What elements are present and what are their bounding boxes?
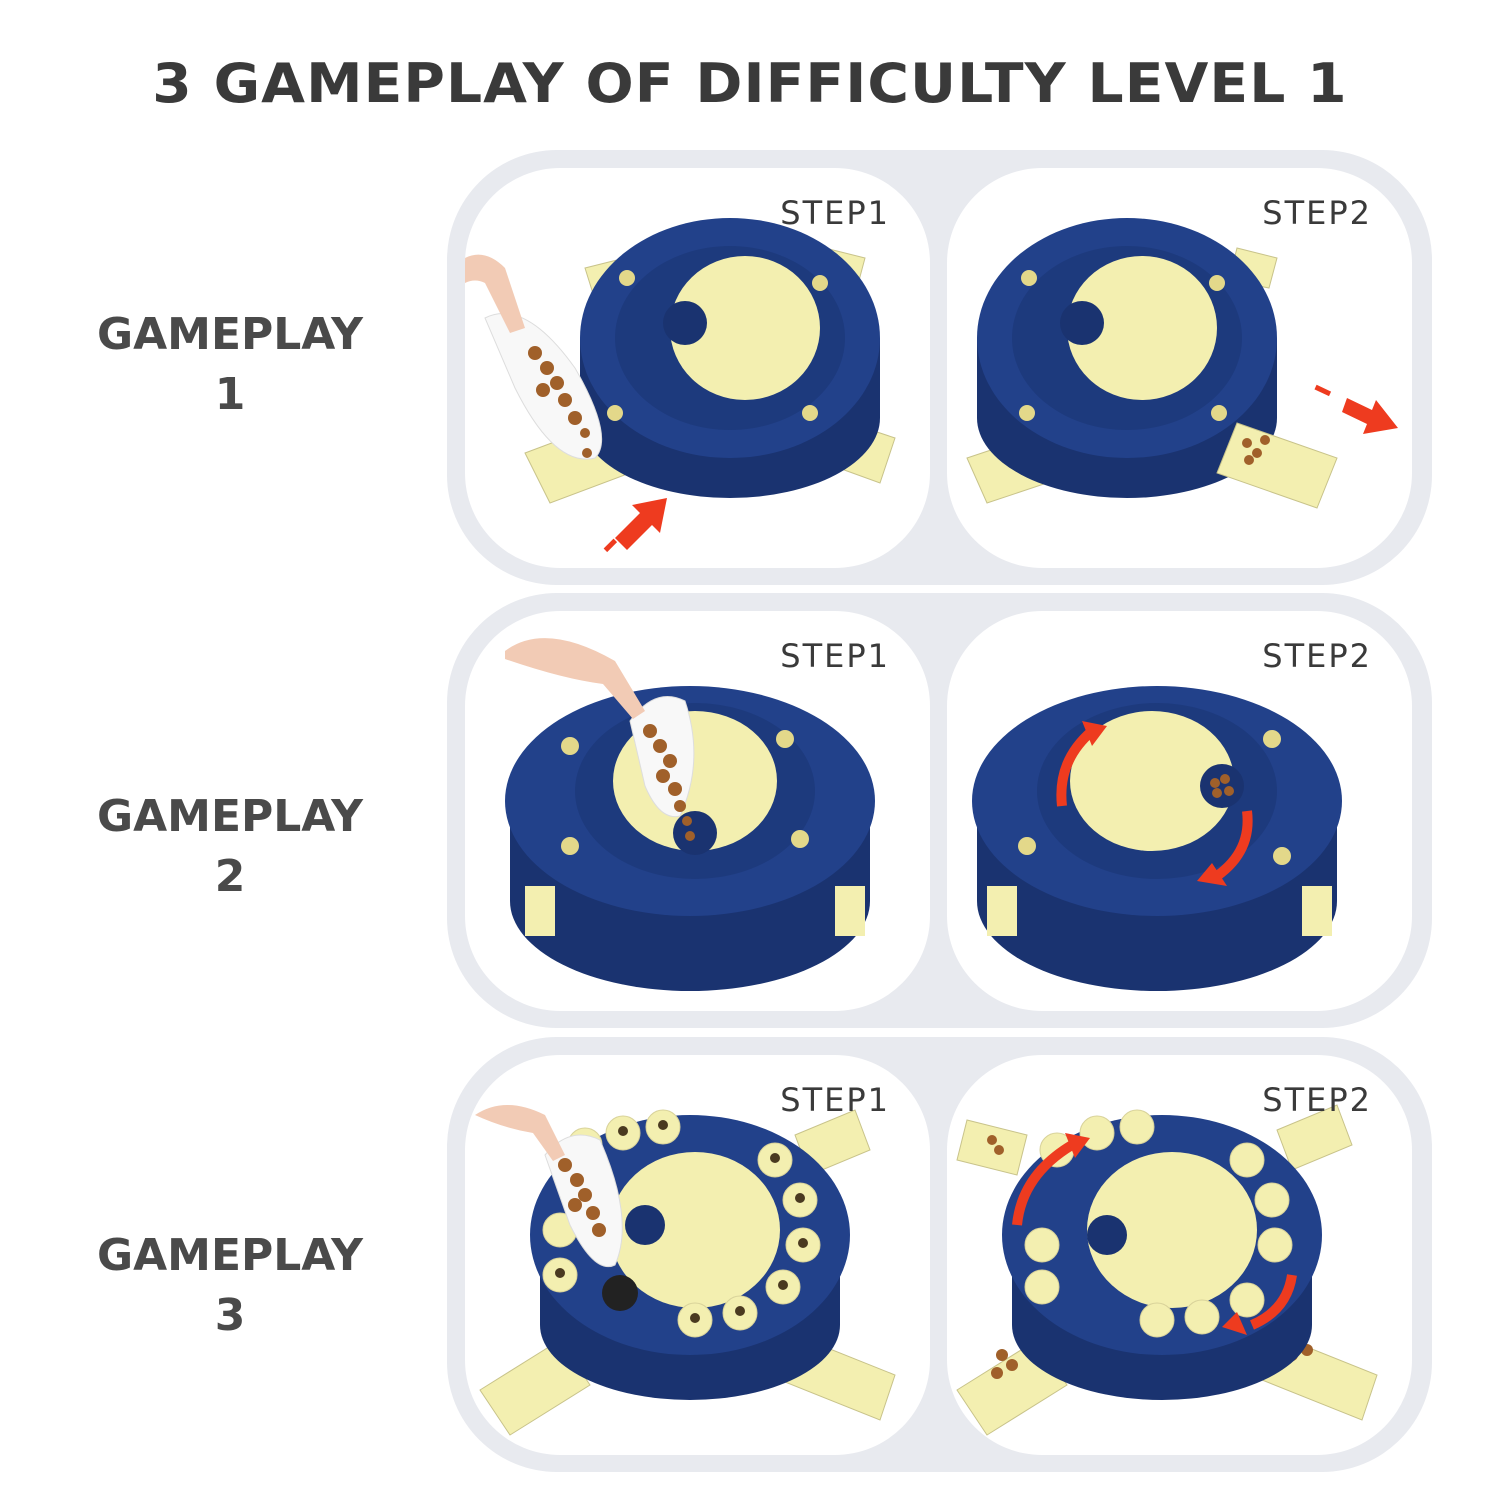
gameplay-2-step-1-card: STEP1 bbox=[465, 611, 930, 1011]
step-label: STEP1 bbox=[780, 1081, 890, 1119]
step-label: STEP1 bbox=[780, 194, 890, 232]
gameplay-1-panel: STEP1 STEP2 bbox=[447, 150, 1432, 585]
gameplay-2-label: GAMEPLAY 2 bbox=[50, 787, 410, 907]
page-title: 3 GAMEPLAY OF DIFFICULTY LEVEL 1 bbox=[152, 52, 1348, 115]
feeder-drawer-pour-illustration bbox=[465, 218, 896, 553]
step-label: STEP2 bbox=[1262, 637, 1372, 675]
feeder-cups-pour-illustration bbox=[475, 1105, 896, 1436]
feeder-center-pour-illustration bbox=[505, 638, 875, 991]
step-label: STEP2 bbox=[1262, 194, 1372, 232]
pull-drawer-out-arrow bbox=[1314, 384, 1398, 434]
feeder-cups-rotate-illustration bbox=[956, 1104, 1378, 1436]
gameplay-1-label: GAMEPLAY 1 bbox=[50, 305, 410, 425]
rotate-arrows bbox=[1012, 1140, 1297, 1330]
gameplay-3-label: GAMEPLAY 3 bbox=[50, 1226, 410, 1346]
gameplay-label-text: GAMEPLAY bbox=[97, 309, 363, 360]
rotate-arrows bbox=[1056, 727, 1253, 881]
gameplay-number: 1 bbox=[214, 369, 246, 420]
gameplay-3-panel: STEP1 bbox=[447, 1037, 1432, 1472]
gameplay-3-step-1-card: STEP1 bbox=[465, 1055, 930, 1455]
gameplay-2-step-2-card: STEP2 bbox=[947, 611, 1412, 1011]
gameplay-number: 2 bbox=[214, 851, 246, 902]
gameplay-1-step-2-card: STEP2 bbox=[947, 168, 1412, 568]
gameplay-3-step-2-card: STEP2 bbox=[947, 1055, 1412, 1455]
gameplay-1-step-1-card: STEP1 bbox=[465, 168, 930, 568]
step-label: STEP1 bbox=[780, 637, 890, 675]
push-drawer-in-arrow bbox=[603, 498, 667, 553]
gameplay-label-text: GAMEPLAY bbox=[97, 791, 363, 842]
gameplay-2-panel: STEP1 STEP2 bbox=[447, 593, 1432, 1028]
feeder-drawer-pulled-illustration bbox=[966, 218, 1398, 509]
gameplay-label-text: GAMEPLAY bbox=[97, 1230, 363, 1281]
gameplay-number: 3 bbox=[214, 1290, 246, 1341]
feeder-rotate-illustration bbox=[972, 686, 1342, 991]
step-label: STEP2 bbox=[1262, 1081, 1372, 1119]
